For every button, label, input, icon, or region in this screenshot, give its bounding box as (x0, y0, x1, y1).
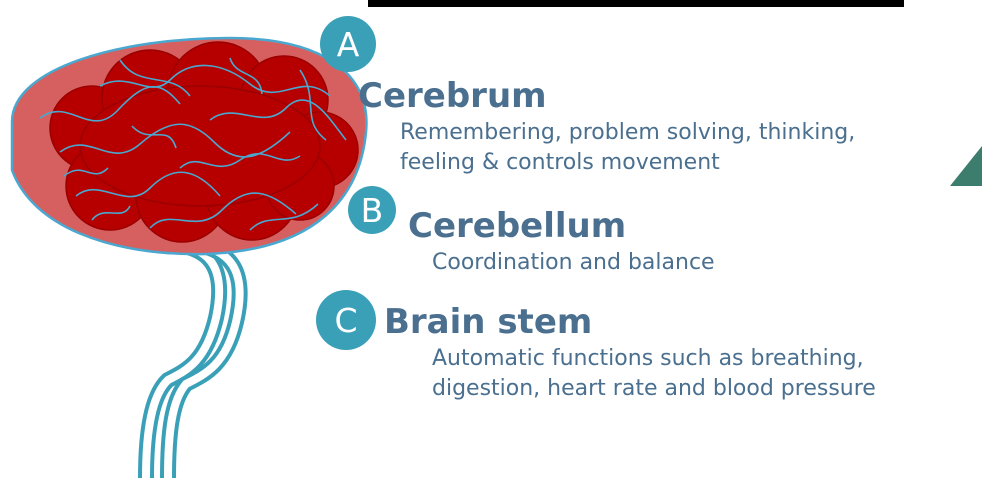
cerebellum-description-line: Coordination and balance (432, 248, 715, 278)
brain-stem-illustration (146, 244, 240, 478)
cerebrum-description: Remembering, problem solving, thinking, … (400, 118, 855, 178)
brain-stem-description: Automatic functions such as breathing, d… (432, 344, 876, 404)
brain-illustration (0, 0, 380, 478)
badge-a: A (320, 16, 376, 72)
badge-b-letter: B (361, 191, 384, 230)
badge-c: C (316, 290, 376, 350)
badge-b: B (348, 186, 396, 234)
brain-stem-heading: Brain stem (384, 302, 592, 342)
badge-c-letter: C (334, 301, 357, 340)
badge-a-letter: A (337, 25, 360, 64)
cerebrum-description-line: feeling & controls movement (400, 148, 855, 178)
cerebellum-heading: Cerebellum (408, 206, 626, 246)
cerebrum-description-line: Remembering, problem solving, thinking, (400, 118, 855, 148)
title-underline (368, 0, 904, 7)
cerebellum-description: Coordination and balance (432, 248, 715, 278)
cerebrum-heading: Cerebrum (358, 76, 547, 116)
corner-decoration (950, 146, 982, 190)
brain-stem-description-line: digestion, heart rate and blood pressure (432, 374, 876, 404)
brain-stem-description-line: Automatic functions such as breathing, (432, 344, 876, 374)
